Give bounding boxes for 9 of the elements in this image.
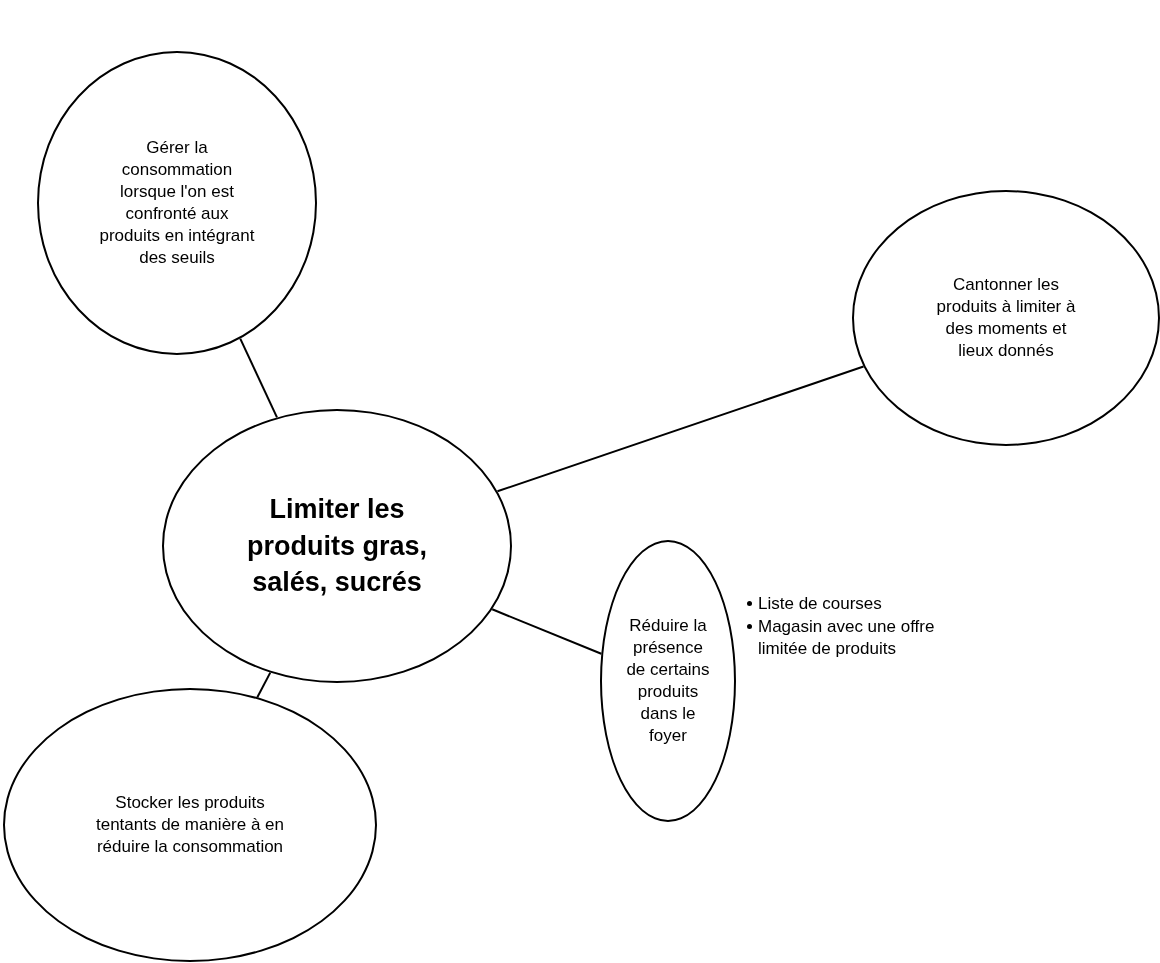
connector-line bbox=[239, 337, 278, 419]
topic-text: Réduire la présence de certains produits dans le foyer bbox=[625, 614, 711, 748]
bullet-text: Liste de courses bbox=[758, 593, 883, 615]
topic-text: Stocker les produits tentants de manière à en réduire la consommation bbox=[94, 791, 286, 859]
central-topic-text: Limiter les produits gras, salés, sucrés bbox=[246, 493, 428, 600]
topic-text: Cantonner les produits à limiter à des moments et lieux donnés bbox=[935, 273, 1077, 363]
topic-text: Gérer la consommation lorsque l'on est confronté aux produits en intégrant des seuils bbox=[98, 136, 256, 270]
bullet-text: Magasin avec une offre limitée de produits bbox=[758, 616, 936, 659]
connector-line bbox=[256, 671, 272, 699]
